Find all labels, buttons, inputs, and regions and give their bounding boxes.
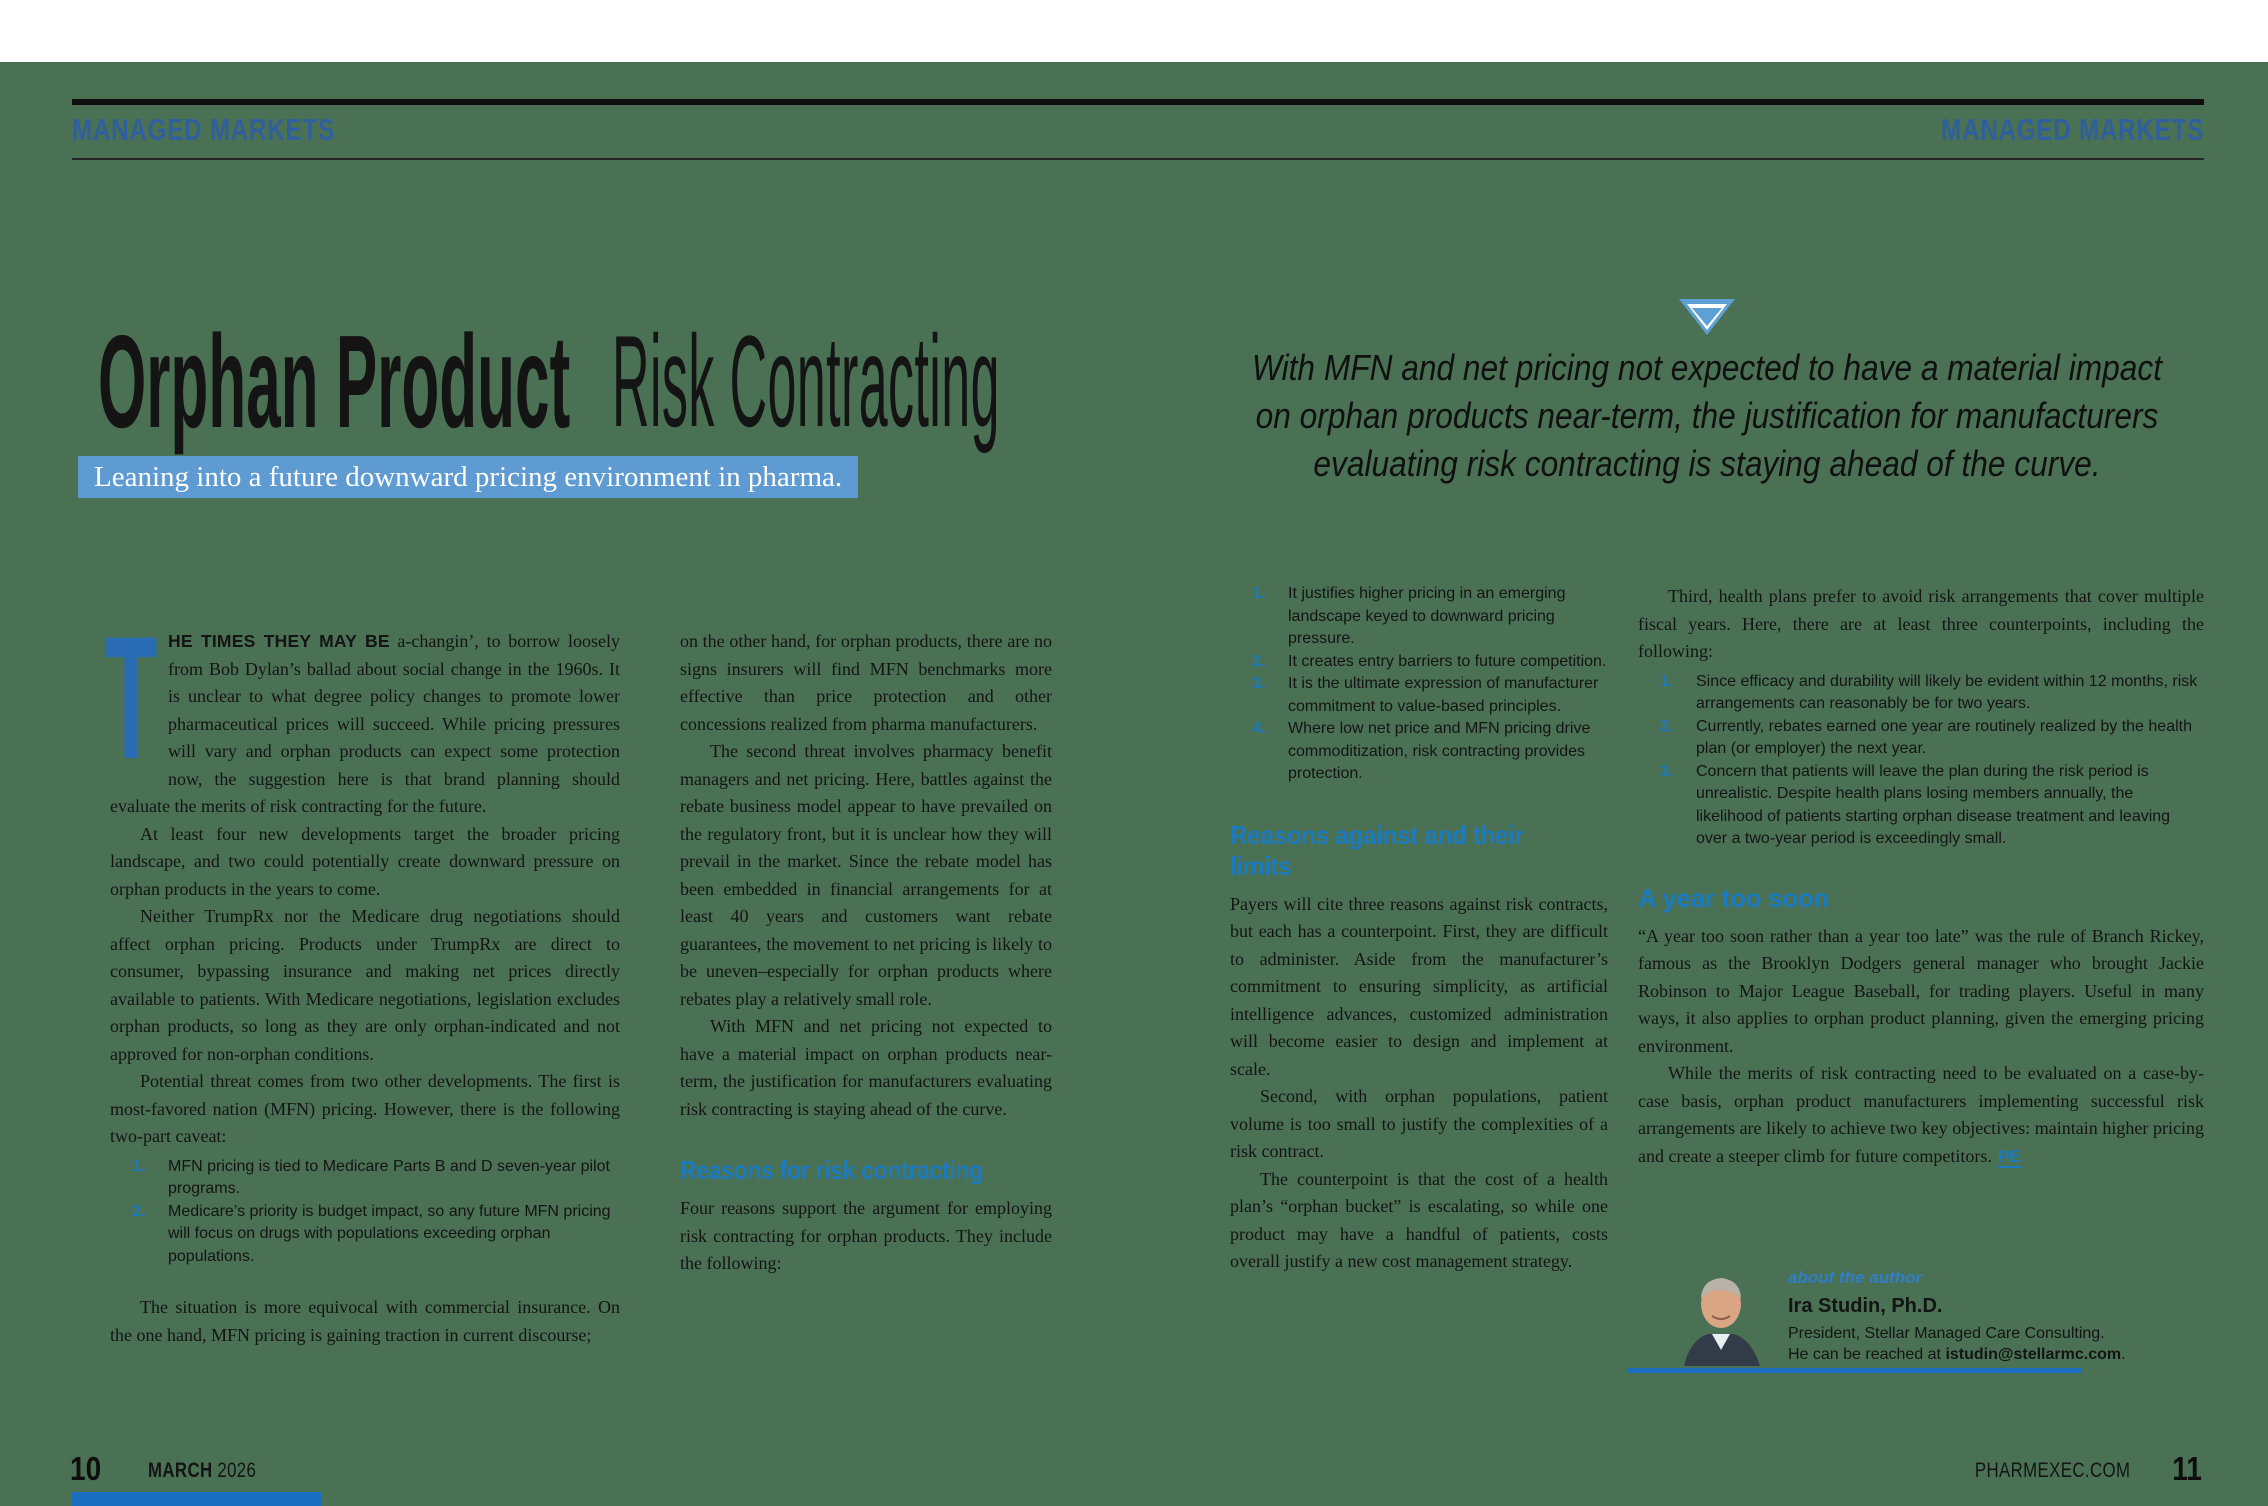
paragraph: The counterpoint is that the cost of a h…: [1230, 1168, 1608, 1272]
list-item: 2. It creates entry barriers to future co…: [1230, 651, 1608, 674]
numbered-list: 1. Since efficacy and durability will lik…: [1638, 671, 2204, 851]
list-item-text: It creates entry barriers to future comp…: [1288, 652, 1607, 670]
numbered-list: 1. It justifies higher pricing in an emer…: [1230, 583, 1608, 786]
column-1: T HE TIMES THEY MAY BE a-changin’, to bo…: [104, 611, 620, 1349]
list-number: 2.: [1660, 717, 1674, 735]
paragraph: The situation is more equivocal with com…: [110, 1297, 620, 1345]
list-number: 1.: [1252, 585, 1266, 602]
list-item: 1. Since efficacy and durability will lik…: [1638, 671, 2204, 716]
header-rule-thin: [72, 158, 2204, 160]
list-item-text: Medicare’s priority is budget impact, so…: [168, 1202, 611, 1265]
paragraph: Potential threat comes from two other de…: [110, 1071, 620, 1146]
page-number-left: 10: [70, 1450, 102, 1487]
page-number-right: 11: [2172, 1450, 2202, 1487]
author-name: Ira Studin, Ph.D.: [1788, 1295, 1943, 1317]
list-item: 1. It justifies higher pricing in an emer…: [1230, 583, 1608, 651]
paragraph-text: While the merits of risk contracting nee…: [1638, 1063, 2204, 1166]
paragraph: While the merits of risk contracting nee…: [1638, 1060, 2204, 1170]
issue-month: MARCH: [148, 1459, 213, 1482]
pull-quote-line: on orphan products near-term, the justif…: [1255, 395, 2159, 436]
list-number: 1.: [1660, 672, 1674, 690]
list-number: 3.: [1252, 675, 1266, 692]
website-url: PHARMEXEC.COM: [1974, 1459, 2130, 1482]
column-4: Third, health plans prefer to avoid risk…: [1638, 583, 2204, 1170]
author-contact-suffix: .: [2121, 1346, 2126, 1363]
list-item-text: MFN pricing is tied to Medicare Parts B …: [168, 1157, 610, 1198]
numbered-list: 1. MFN pricing is tied to Medicare Parts …: [110, 1156, 620, 1269]
author-contact: He can be reached at istudin@stellarmc.c…: [1788, 1344, 2204, 1365]
list-item: 2. Medicare’s priority is budget impact, …: [110, 1201, 620, 1269]
header-rule-thick: [72, 99, 2204, 105]
author-kicker: about the author: [1788, 1268, 1923, 1287]
section-label-right: MANAGED MARKETS: [1941, 112, 2204, 147]
list-item: 1. MFN pricing is tied to Medicare Parts …: [110, 1156, 620, 1201]
issue-year: 2026: [217, 1459, 257, 1482]
list-number: 2.: [132, 1202, 146, 1220]
list-item-text: It justifies higher pricing in an emergi…: [1288, 585, 1566, 647]
end-of-article-mark: PE: [1997, 1146, 2021, 1168]
list-number: 1.: [132, 1157, 146, 1175]
list-item-text: It is the ultimate expression of manufac…: [1288, 675, 1599, 715]
paragraph: Neither TrumpRx nor the Medicare drug ne…: [110, 906, 620, 1064]
list-item: 4. Where low net price and MFN pricing dr…: [1230, 718, 1608, 786]
list-item-text: Since efficacy and durability will likel…: [1696, 672, 2198, 713]
list-number: 3.: [1660, 762, 1674, 780]
author-role: President, Stellar Managed Care Consulti…: [1788, 1325, 2105, 1342]
pull-quote: With MFN and net pricing not expected to…: [1232, 344, 2182, 488]
author-contact-prefix: He can be reached at: [1788, 1346, 1946, 1363]
dropcap-letter: T: [104, 601, 158, 796]
pull-quote-line: evaluating risk contracting is staying a…: [1313, 443, 2101, 484]
triangle-down-icon: [1679, 299, 1735, 335]
pull-quote-line: With MFN and net pricing not expected to…: [1251, 347, 2163, 388]
author-bio: about the author Ira Studin, Ph.D. Presi…: [1638, 1268, 2204, 1366]
column-3: 1. It justifies higher pricing in an emer…: [1230, 583, 1608, 1276]
paragraph: The second threat involves pharmacy bene…: [680, 741, 1052, 1009]
list-item-text: Concern that patients will leave the pla…: [1696, 762, 2171, 848]
lead-in-text: HE TIMES THEY MAY BE: [168, 631, 390, 651]
list-item: 3. It is the ultimate expression of manuf…: [1230, 673, 1608, 718]
list-item: 3. Concern that patients will leave the p…: [1638, 761, 2204, 851]
article-title-light: Risk Contracting: [612, 308, 1000, 454]
section-heading-reasons-for: Reasons for risk contracting: [680, 1155, 983, 1185]
article-title-bold: Orphan Product: [98, 308, 571, 455]
author-photo: [1684, 1278, 1760, 1366]
list-number: 2.: [1252, 652, 1266, 670]
author-text: about the author Ira Studin, Ph.D. Presi…: [1788, 1268, 2204, 1365]
paragraph: At least four new developments target th…: [110, 823, 620, 899]
paragraph: HE TIMES THEY MAY BE a-changin’, to borr…: [110, 628, 620, 821]
list-item-text: Where low net price and MFN pricing driv…: [1288, 720, 1591, 782]
paragraph: Four reasons support the argument for em…: [680, 1198, 1052, 1273]
author-email: istudin@stellarmc.com: [1945, 1346, 2122, 1363]
section-heading-reasons-against: Reasons against and their limits: [1230, 819, 1525, 881]
paragraph: Payers will cite three reasons against r…: [1230, 893, 1608, 1079]
bottom-accent-bar: [72, 1492, 322, 1506]
paragraph-text: a-changin’, to borrow loosely from Bob D…: [110, 631, 620, 816]
top-white-strip: [0, 0, 2268, 62]
paragraph: With MFN and net pricing not expected to…: [680, 1016, 1052, 1119]
section-label-left: MANAGED MARKETS: [72, 112, 335, 147]
paragraph: “A year too soon rather than a year too …: [1638, 925, 2204, 1056]
article-deck: Leaning into a future downward pricing e…: [78, 456, 859, 498]
author-divider-rule: [1627, 1368, 2082, 1373]
column-2: on the other hand, for orphan products, …: [680, 628, 1052, 1278]
paragraph: Third, health plans prefer to avoid risk…: [1638, 586, 2204, 661]
list-item: 2. Currently, rebates earned one year are…: [1638, 716, 2204, 761]
paragraph: Second, with orphan populations, patient…: [1230, 1086, 1608, 1161]
paragraph: on the other hand, for orphan products, …: [680, 631, 1052, 734]
list-item-text: Currently, rebates earned one year are r…: [1696, 717, 2192, 758]
list-number: 4.: [1252, 720, 1266, 737]
section-heading-year-too-soon: A year too soon: [1638, 882, 1830, 913]
